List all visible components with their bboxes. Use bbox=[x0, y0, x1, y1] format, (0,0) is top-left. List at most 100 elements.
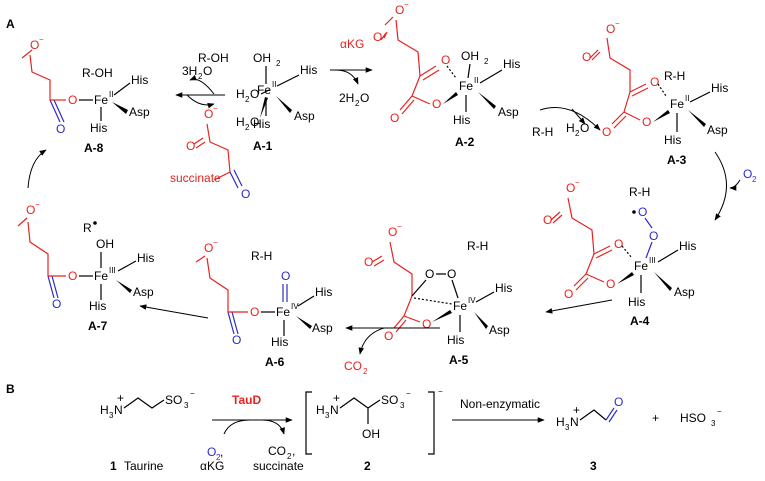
svg-text:OH: OH bbox=[96, 237, 114, 251]
a5-his2: His bbox=[447, 333, 464, 347]
a8-o-top: O bbox=[30, 38, 39, 52]
svg-text:O: O bbox=[388, 225, 397, 239]
svg-text:O: O bbox=[250, 305, 259, 319]
structure-a7: O − O O Fe III R OH . His Asp His A-7 bbox=[17, 200, 154, 333]
svg-text:O: O bbox=[582, 50, 591, 64]
a3-label: A-3 bbox=[667, 153, 687, 167]
svg-text:O: O bbox=[52, 297, 61, 311]
svg-text:O: O bbox=[373, 30, 382, 44]
a8-asp: Asp bbox=[129, 105, 150, 119]
arrow-a7-to-a8 bbox=[27, 149, 47, 189]
a5-fe: Fe bbox=[453, 299, 467, 313]
structure-a1: OH 2 H 2 O Fe II His H 2 O Asp His A-1 bbox=[236, 51, 317, 153]
svg-text:2: 2 bbox=[245, 123, 250, 132]
a4-his1: His bbox=[679, 239, 696, 253]
svg-text:O: O bbox=[232, 333, 241, 347]
svg-text:−: − bbox=[190, 389, 195, 398]
svg-text:O: O bbox=[543, 213, 552, 227]
nonenzymatic-arrow: Non-enzymatic bbox=[452, 397, 545, 423]
svg-text:O: O bbox=[384, 329, 393, 343]
svg-text:O: O bbox=[364, 255, 373, 269]
a4-asp: Asp bbox=[674, 285, 695, 299]
a3-his1: His bbox=[711, 81, 728, 95]
a5-label: A-5 bbox=[449, 353, 469, 367]
structure-a3: O − O O O O Fe II R-H His Asp His A-3 bbox=[582, 19, 728, 167]
svg-text:+: + bbox=[652, 411, 659, 425]
arrow-akg: αKG bbox=[340, 37, 364, 51]
svg-text:3H: 3H bbox=[182, 64, 197, 78]
svg-text:H: H bbox=[566, 121, 575, 135]
a4-label: A-4 bbox=[630, 314, 650, 328]
svg-text:−: − bbox=[406, 389, 411, 398]
svg-text:IV: IV bbox=[468, 296, 476, 305]
svg-text:2: 2 bbox=[216, 453, 221, 462]
svg-text:O: O bbox=[743, 167, 752, 181]
svg-text:2: 2 bbox=[575, 129, 580, 138]
a7-fe: Fe bbox=[94, 269, 108, 283]
svg-text:OH: OH bbox=[461, 49, 479, 63]
svg-text:2: 2 bbox=[287, 452, 292, 461]
svg-text:αKG: αKG bbox=[200, 459, 224, 473]
a6-his2: His bbox=[271, 335, 288, 349]
a6-fe: Fe bbox=[276, 305, 290, 319]
a6-his1: His bbox=[315, 285, 332, 299]
svg-text:O: O bbox=[207, 445, 216, 459]
svg-text:H: H bbox=[100, 403, 109, 417]
a7-his1: His bbox=[137, 251, 154, 265]
svg-text:Non-enzymatic: Non-enzymatic bbox=[460, 397, 540, 411]
svg-text:3: 3 bbox=[711, 419, 716, 428]
svg-text:O: O bbox=[564, 287, 573, 301]
a6-asp: Asp bbox=[312, 321, 333, 335]
svg-text:II: II bbox=[474, 76, 478, 85]
a8-fe: Fe bbox=[94, 93, 108, 107]
svg-text:O: O bbox=[395, 3, 404, 17]
svg-text:2: 2 bbox=[355, 99, 360, 108]
svg-text:O: O bbox=[204, 107, 213, 121]
a7-r: R bbox=[83, 221, 92, 235]
svg-text:O: O bbox=[241, 187, 250, 201]
svg-text:O: O bbox=[422, 317, 431, 331]
arrow-a3-to-a4: O 2 bbox=[714, 151, 757, 221]
a8-his1: His bbox=[131, 73, 148, 87]
arrow-a2-to-a3: R-H H 2 O bbox=[532, 107, 601, 139]
panel-label-a: A bbox=[6, 17, 15, 31]
svg-text:3: 3 bbox=[109, 411, 114, 420]
svg-text:R-H: R-H bbox=[532, 125, 553, 139]
a8-roh-r: R-OH bbox=[82, 66, 113, 80]
svg-text:CO: CO bbox=[344, 359, 362, 373]
svg-text:3: 3 bbox=[565, 423, 570, 432]
svg-text:OH: OH bbox=[362, 427, 380, 441]
a3-his2: His bbox=[664, 133, 681, 147]
svg-text:R-OH: R-OH bbox=[82, 66, 113, 80]
svg-text:O: O bbox=[68, 269, 77, 283]
svg-text:IV: IV bbox=[291, 302, 299, 311]
a7-asp: Asp bbox=[133, 285, 154, 299]
svg-text:−: − bbox=[213, 238, 218, 247]
structure-a6: O − O O Fe IV O R-H His Asp His A-6 bbox=[195, 238, 333, 369]
svg-text:CO: CO bbox=[268, 444, 286, 458]
svg-text:III: III bbox=[649, 256, 656, 265]
svg-text:II: II bbox=[685, 94, 689, 103]
structure-a2: O − O O O O Fe II OH 2 His Asp His A-2 bbox=[373, 0, 520, 149]
svg-text:SO: SO bbox=[165, 393, 182, 407]
svg-text:O: O bbox=[425, 267, 434, 281]
svg-text:O: O bbox=[250, 87, 259, 101]
svg-text:−: − bbox=[438, 387, 443, 396]
svg-text:O: O bbox=[26, 203, 35, 217]
svg-text:3: 3 bbox=[184, 401, 189, 410]
a1-ox: II bbox=[272, 80, 276, 89]
svg-text:O: O bbox=[606, 22, 615, 36]
svg-text:2: 2 bbox=[484, 57, 489, 66]
svg-text:3: 3 bbox=[400, 401, 405, 410]
a8-his2: His bbox=[90, 121, 107, 135]
arrow-roh: R-OH bbox=[198, 51, 229, 65]
a4-fe: Fe bbox=[634, 259, 648, 273]
svg-text:O: O bbox=[566, 181, 575, 195]
svg-text:N: N bbox=[570, 415, 579, 429]
a8-o-ester: O bbox=[68, 93, 77, 107]
svg-text:,: , bbox=[220, 445, 223, 459]
svg-text:−: − bbox=[615, 19, 620, 28]
structure-a8: O − O O Fe II R-OH His Asp His A-8 bbox=[21, 35, 150, 155]
svg-text:1: 1 bbox=[110, 459, 117, 473]
